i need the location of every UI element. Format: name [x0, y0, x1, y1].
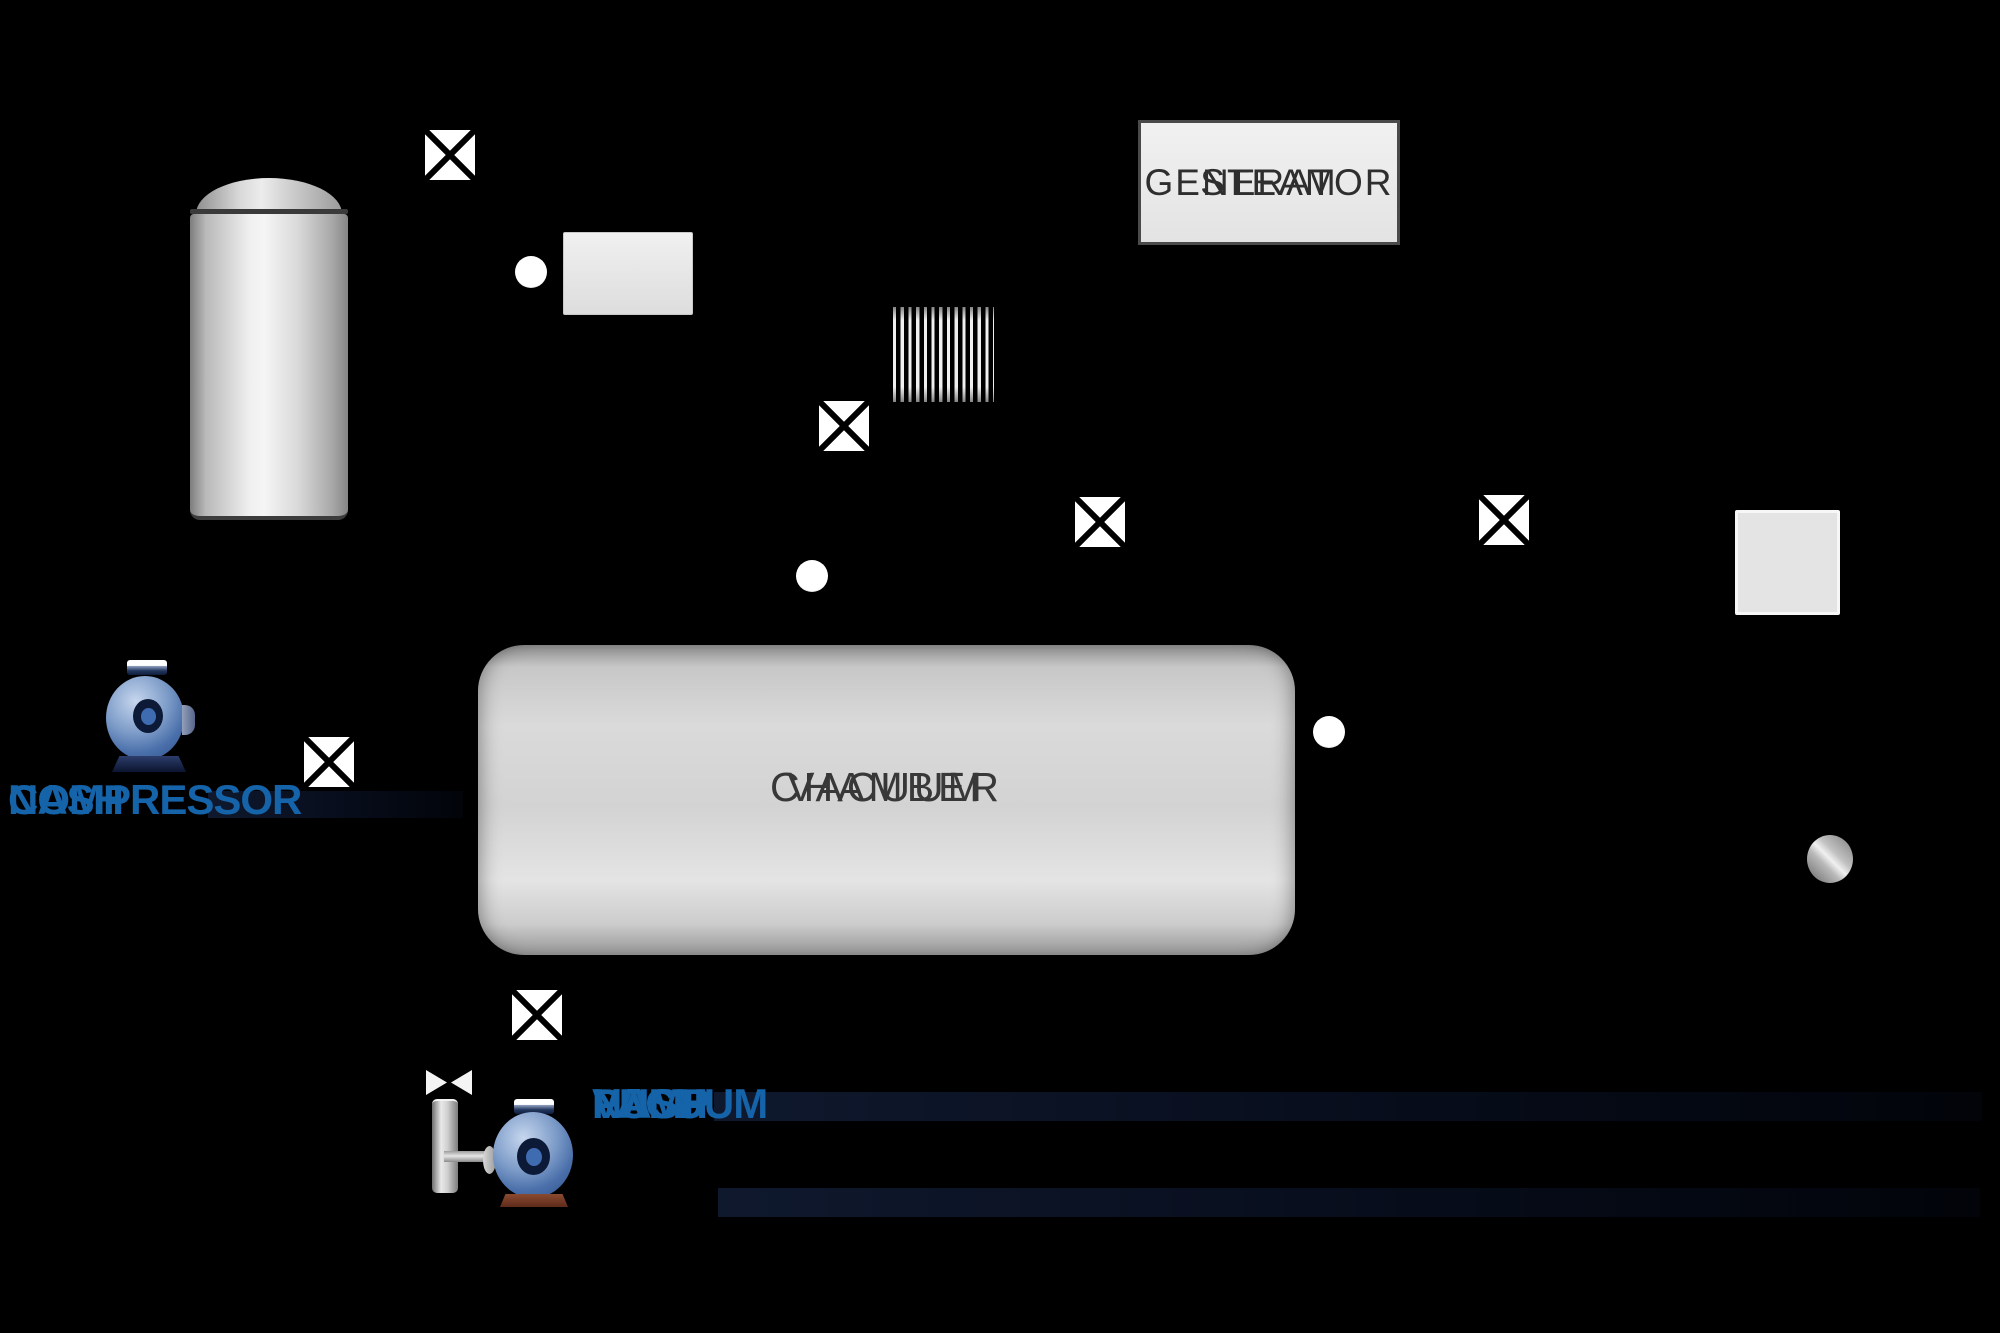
separator-pipe	[432, 1099, 458, 1193]
main-vacuum-pump-label-line3: PUMP	[592, 1080, 710, 1127]
vacuum-chamber-label-line2: CHAMBER	[769, 763, 1004, 810]
suction-pipe	[444, 1151, 496, 1162]
compressor-base	[112, 756, 186, 772]
steam-generator-box: STEAM GENERATOR	[1138, 120, 1400, 245]
valve-icon-2	[817, 399, 871, 453]
flow-dot-icon-3	[1313, 716, 1345, 748]
valve-icon-3	[1073, 495, 1127, 549]
main-vacuum-pump-label-line1: NASH	[592, 1080, 708, 1127]
flow-dot-icon-1	[515, 256, 547, 288]
storage-tank	[190, 214, 348, 520]
vacuum-pump-cap	[514, 1099, 554, 1114]
coil-shading	[893, 307, 994, 402]
shadow-band-pump-bottom	[718, 1188, 1980, 1217]
steam-generator-label-line1: STEAM	[1200, 162, 1338, 203]
flow-dot-icon-2	[796, 560, 828, 592]
valve-icon-1	[423, 128, 477, 182]
shadow-band-pump-top	[714, 1092, 1982, 1121]
compressor-cap	[127, 660, 167, 675]
vacuum-pump-hub	[517, 1138, 550, 1175]
main-compressor-label-line2: COMPRESSOR	[8, 776, 302, 823]
compressor-outlet-flange	[182, 705, 195, 735]
valve-icon-5	[302, 735, 356, 789]
compressor-hub	[133, 699, 163, 733]
gray-ball-icon	[1807, 835, 1853, 883]
valve-icon-6	[510, 988, 564, 1042]
coil-icon	[893, 307, 994, 402]
steam-generator-label-line2: GENERATOR	[1144, 162, 1394, 203]
vacuum-chamber-label-line1: VACUUM	[787, 763, 986, 810]
component-box-right	[1735, 510, 1840, 615]
main-compressor-label-line1: NASH	[8, 776, 124, 823]
bowtie-valve-icon	[425, 1069, 473, 1096]
pump-inlet-flange	[483, 1146, 496, 1174]
vacuum-chamber	[478, 645, 1295, 955]
valve-icon-4	[1477, 493, 1531, 547]
main-vacuum-pump-label-line2: VACUUM	[592, 1080, 768, 1127]
component-box-left	[563, 232, 693, 315]
compressor-hub-core	[140, 707, 156, 725]
vacuum-pump-base	[500, 1194, 568, 1207]
vacuum-pump-hub-core	[525, 1147, 542, 1166]
storage-tank-seam	[190, 209, 348, 214]
shadow-band-compressor	[208, 791, 463, 818]
vacuum-chamber-label: VACUUM CHAMBER	[478, 632, 1295, 942]
